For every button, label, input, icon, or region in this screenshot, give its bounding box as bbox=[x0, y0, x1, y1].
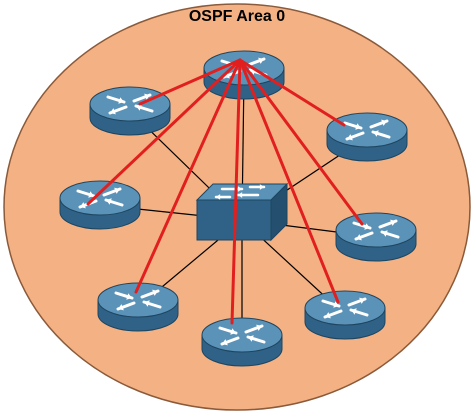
adjacency-dr-r7 bbox=[238, 58, 346, 127]
router-r3 bbox=[97, 282, 179, 332]
area-label: OSPF Area 0 bbox=[189, 8, 285, 25]
router-icon bbox=[201, 317, 283, 367]
router-icon bbox=[59, 180, 141, 230]
router-icon bbox=[97, 282, 179, 332]
switch-icon bbox=[195, 182, 289, 242]
adjacency-dr-r1 bbox=[138, 58, 242, 106]
adjacency-dr-r4 bbox=[230, 58, 242, 325]
router-r7 bbox=[326, 112, 408, 162]
designated-router bbox=[203, 50, 285, 100]
router-r4 bbox=[201, 317, 283, 367]
adjacencies-layer bbox=[86, 58, 364, 325]
adjacency-dr-r3 bbox=[134, 58, 242, 294]
adjacency-dr-r2 bbox=[86, 58, 242, 206]
router-r2 bbox=[59, 180, 141, 230]
router-icon bbox=[326, 112, 408, 162]
router-icon bbox=[335, 212, 417, 262]
switch bbox=[195, 182, 289, 242]
adjacency-dr-r5 bbox=[238, 58, 340, 304]
router-icon bbox=[89, 86, 171, 136]
router-r1 bbox=[89, 86, 171, 136]
router-r6 bbox=[335, 212, 417, 262]
router-r5 bbox=[304, 290, 386, 340]
adjacency-dr-r6 bbox=[238, 58, 364, 226]
router-icon bbox=[304, 290, 386, 340]
router-icon bbox=[203, 50, 285, 100]
